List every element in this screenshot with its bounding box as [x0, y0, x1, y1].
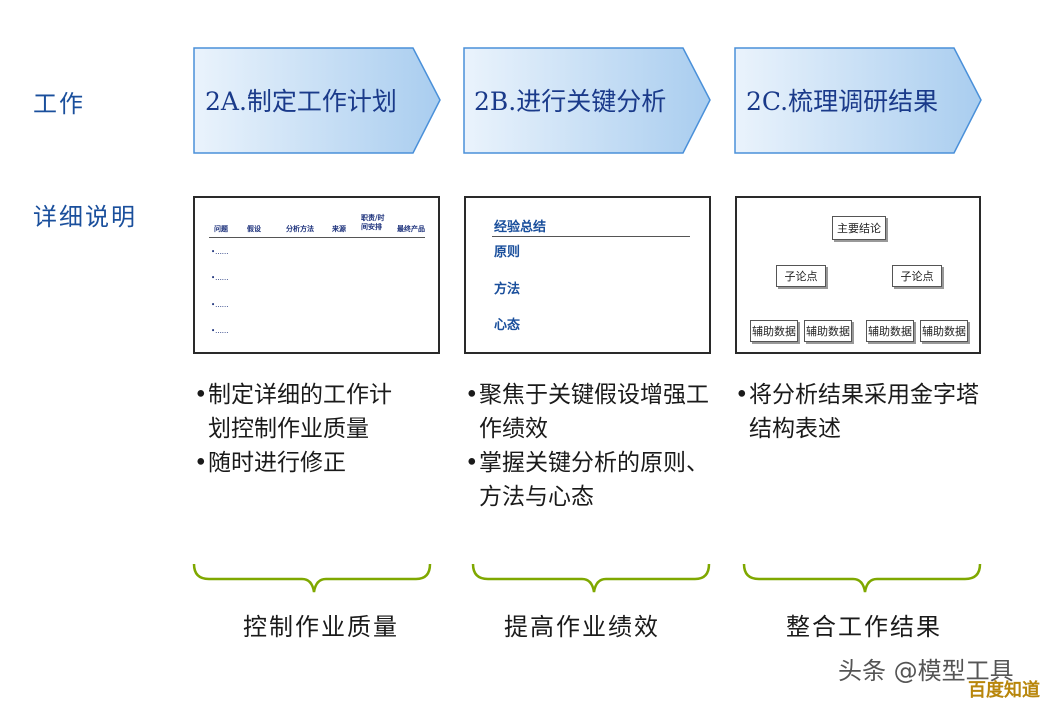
lessons-rule	[492, 236, 690, 237]
chevron-2a	[193, 47, 441, 154]
panel-work-plan: 问题 假设 分析方法 来源 职责/时间安排 最终产品 •...... •....…	[193, 196, 440, 354]
bullets-col-1: 制定详细的工作计划控制作业质量 随时进行修正	[194, 378, 414, 480]
brace-3	[742, 563, 982, 593]
lessons-title: 经验总结	[494, 220, 547, 235]
step-2c-label: 2C.梳理调研结果	[746, 87, 939, 116]
tree-main-conclusion: 主要结论	[832, 216, 886, 240]
plan-bullet: •......	[211, 301, 229, 309]
bullet-item: 聚焦于关键假设增强工作绩效	[465, 378, 710, 446]
bullets-col-2: 聚焦于关键假设增强工作绩效 掌握关键分析的原则、方法与心态	[465, 378, 710, 514]
watermark-site: 百度知道	[968, 680, 1040, 701]
tree-sub-point: 子论点	[776, 265, 826, 287]
plan-header-method: 分析方法	[286, 224, 314, 233]
tree-support-data: 辅助数据	[920, 320, 968, 342]
step-2a-label: 2A.制定工作计划	[205, 87, 397, 116]
plan-bullet: •......	[211, 274, 229, 282]
plan-header-product: 最终产品	[397, 224, 425, 233]
row-label-detail: 详细说明	[33, 203, 137, 231]
lessons-item-method: 方法	[494, 282, 521, 297]
result-performance: 提高作业绩效	[504, 613, 660, 641]
result-integrate: 整合工作结果	[786, 613, 942, 641]
tree-sub-point: 子论点	[892, 265, 942, 287]
step-2b-label: 2B.进行关键分析	[474, 87, 667, 116]
chevron-2b	[463, 47, 711, 154]
tree-support-data: 辅助数据	[804, 320, 852, 342]
watermark-source: 头条 @模型工具	[838, 657, 1014, 685]
lessons-item-principle: 原则	[494, 245, 521, 260]
row-label-work: 工作	[33, 90, 85, 118]
result-quality: 控制作业质量	[243, 613, 399, 641]
bullet-item: 掌握关键分析的原则、方法与心态	[465, 446, 710, 514]
bullet-item: 随时进行修正	[194, 446, 414, 480]
plan-header-question: 问题	[214, 224, 228, 233]
tree-support-data: 辅助数据	[750, 320, 798, 342]
plan-header-timing: 职责/时间安排	[361, 213, 385, 231]
plan-header-hypothesis: 假设	[247, 224, 261, 233]
plan-header-rule	[209, 237, 425, 238]
lessons-item-mindset: 心态	[494, 318, 521, 333]
plan-header-source: 来源	[332, 224, 346, 233]
plan-bullet: •......	[211, 248, 229, 256]
bullets-col-3: 将分析结果采用金字塔结构表述	[735, 378, 985, 446]
plan-bullet: •......	[211, 327, 229, 335]
panel-lessons: 经验总结 原则 方法 心态	[464, 196, 711, 354]
bullet-item: 将分析结果采用金字塔结构表述	[735, 378, 985, 446]
brace-2	[471, 563, 711, 593]
bullet-item: 制定详细的工作计划控制作业质量	[194, 378, 414, 446]
tree-support-data: 辅助数据	[866, 320, 914, 342]
chevron-2c	[734, 47, 982, 154]
brace-1	[192, 563, 432, 593]
